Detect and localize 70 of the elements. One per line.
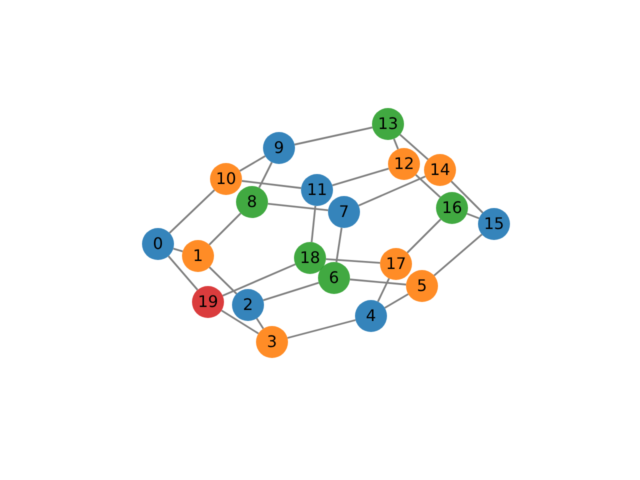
node-label: 3 — [266, 334, 278, 350]
node-circle — [182, 240, 214, 272]
node-circle — [142, 228, 174, 260]
edge-line — [294, 126, 373, 146]
node-circle — [355, 300, 387, 332]
node-label: 9 — [274, 140, 284, 156]
edge-line — [434, 234, 482, 276]
edge-line — [258, 162, 273, 188]
edge-line — [336, 228, 342, 262]
node-label: 15 — [484, 216, 504, 232]
edge-line — [221, 310, 259, 334]
node-circle — [232, 289, 264, 321]
edge-line — [415, 174, 441, 198]
node-label: 2 — [242, 297, 254, 313]
edge-line — [208, 266, 238, 294]
edge-line — [310, 206, 316, 242]
edge-line — [287, 319, 356, 339]
node-circle — [406, 270, 438, 302]
node-label: 17 — [386, 256, 406, 272]
node-circle — [436, 192, 468, 224]
edge-line — [332, 168, 389, 186]
node-circle — [372, 108, 404, 140]
node-circle — [256, 326, 288, 358]
edge-line — [377, 278, 390, 302]
edge-line — [326, 258, 380, 264]
node-label: 5 — [416, 278, 428, 294]
node-label: 16 — [442, 200, 462, 216]
edge-line — [222, 264, 296, 296]
node-circle — [263, 132, 295, 164]
edge-line — [239, 155, 266, 172]
node-label: 12 — [394, 156, 414, 172]
edge-line — [263, 282, 319, 302]
edge-line — [208, 212, 242, 246]
edge-line — [268, 202, 328, 212]
node-circle — [192, 286, 224, 318]
node-circle — [388, 148, 420, 180]
edge-line — [393, 138, 399, 150]
node-label: 1 — [192, 248, 204, 264]
node-label: 0 — [152, 236, 164, 252]
node-label: 7 — [338, 204, 350, 220]
edge-line — [450, 180, 484, 214]
node-label: 4 — [366, 308, 376, 324]
edge-line — [399, 134, 429, 160]
edge-line — [168, 189, 216, 234]
edge-line — [173, 248, 183, 252]
node-label: 14 — [430, 162, 450, 178]
node-circle — [424, 154, 456, 186]
edge-line — [168, 256, 198, 290]
edge-line — [242, 180, 302, 189]
node-circle — [328, 196, 360, 228]
node-circle — [236, 186, 268, 218]
edge-line — [466, 212, 480, 220]
node-circle — [318, 262, 350, 294]
edge-line — [358, 176, 426, 206]
node-label: 13 — [378, 116, 398, 132]
node-label: 10 — [216, 171, 236, 187]
node-circle — [301, 174, 333, 206]
node-label: 6 — [328, 270, 340, 286]
edge-line — [350, 278, 406, 286]
node-label: 8 — [246, 194, 258, 210]
edge-line — [406, 218, 442, 254]
node-label: 18 — [300, 250, 320, 266]
node-label: 19 — [198, 294, 218, 310]
node-circle — [210, 163, 242, 195]
node-circle — [380, 248, 412, 280]
node-label: 11 — [306, 182, 328, 198]
node-circle — [478, 208, 510, 240]
edge-line — [384, 293, 409, 309]
node-circle — [294, 242, 326, 274]
edge-line — [256, 318, 264, 330]
